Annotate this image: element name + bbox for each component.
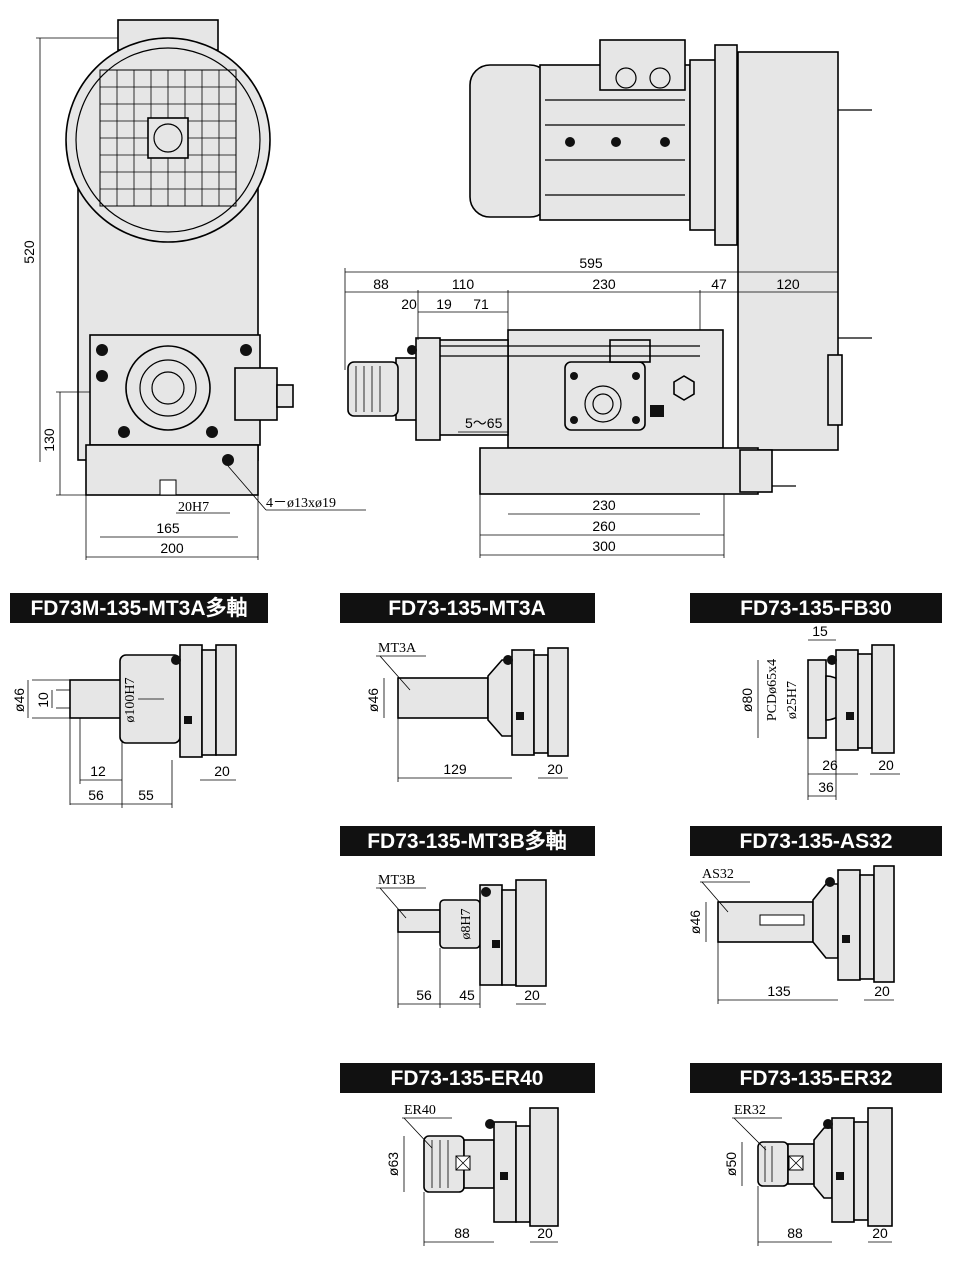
side-collet-nut xyxy=(347,361,399,417)
dim-seg-2: 110 xyxy=(452,276,475,292)
variant-title-bars: FD73M-135-MT3A多軸 FD73-135-MT3A FD73-135-… xyxy=(10,593,942,1093)
dim-sub-2: 19 xyxy=(436,296,452,312)
v3-d1: ø80 xyxy=(739,688,755,712)
v6-l1: 88 xyxy=(454,1225,470,1241)
dim-height-base: 130 xyxy=(41,428,57,452)
variant-er32-drawing: ER32 ø50 88 20 xyxy=(723,1103,893,1246)
v2-l1: 129 xyxy=(443,761,467,777)
side-belt-housing xyxy=(737,51,839,451)
title-bar-er40 xyxy=(340,1063,595,1093)
v7-l2: 20 xyxy=(872,1225,888,1241)
v6-label: ER40 xyxy=(404,1103,436,1118)
dim-seg-3: 230 xyxy=(592,276,616,292)
dim-seg-5: 120 xyxy=(776,276,800,292)
variant-mt3b-multi-drawing: MT3B ø8H7 56 45 20 xyxy=(376,873,547,1008)
title-mt3a: FD73-135-MT3A xyxy=(388,597,546,620)
v6-l2: 20 xyxy=(537,1225,553,1241)
variant-er40-drawing: ER40 ø63 88 20 xyxy=(385,1103,559,1246)
dim-base-2: 260 xyxy=(592,518,616,534)
title-er32: FD73-135-ER32 xyxy=(740,1067,893,1090)
title-bar-mt3a xyxy=(340,593,595,623)
side-view: 595 88 110 230 47 120 20 19 71 5～65 230 … xyxy=(344,39,872,558)
variant-mt3a-multi-drawing: ø46 10 ø100H7 12 56 55 20 xyxy=(11,644,237,808)
v7-label: ER32 xyxy=(734,1103,766,1118)
v4-d1: ø8H7 xyxy=(459,908,474,939)
title-mt3a-multi: FD73M-135-MT3A多軸 xyxy=(30,596,247,620)
v6-d1: ø63 xyxy=(385,1152,401,1176)
side-terminal-box xyxy=(599,39,686,91)
v2-label: MT3A xyxy=(378,641,417,656)
v1-l3: 55 xyxy=(138,787,154,803)
v5-label: AS32 xyxy=(702,867,734,882)
title-er40: FD73-135-ER40 xyxy=(391,1067,544,1090)
v2-l2: 20 xyxy=(547,761,563,777)
title-bar-er32 xyxy=(690,1063,942,1093)
title-bar-mt3b-multi xyxy=(340,826,595,856)
v1-d3: ø100H7 xyxy=(123,677,138,722)
dim-width-inner: 165 xyxy=(156,520,180,536)
title-mt3b-multi: FD73-135-MT3B多軸 xyxy=(367,829,567,853)
title-bar-as32 xyxy=(690,826,942,856)
v5-l2: 20 xyxy=(874,983,890,999)
v7-l1: 88 xyxy=(787,1225,803,1241)
v5-l1: 135 xyxy=(767,983,791,999)
variant-fb30-drawing: 15 ø80 PCDø65x4 ø25H7 26 20 36 xyxy=(739,623,900,800)
title-as32: FD73-135-AS32 xyxy=(740,830,893,853)
v3-l3: 36 xyxy=(818,779,834,795)
v1-d2: 10 xyxy=(35,692,51,708)
v1-l2: 56 xyxy=(88,787,104,803)
dim-hole-note: 4－ø13xø19 xyxy=(266,496,336,511)
v3-l2: 20 xyxy=(878,757,894,773)
variant-as32-drawing: AS32 ø46 135 20 xyxy=(687,865,895,1004)
v2-d1: ø46 xyxy=(365,688,381,712)
title-fb30: FD73-135-FB30 xyxy=(740,597,892,620)
title-bar-mt3a-multi xyxy=(10,593,268,623)
dim-base-1: 230 xyxy=(592,497,616,513)
dim-width-outer: 200 xyxy=(160,540,184,556)
dim-seg-4: 47 xyxy=(711,276,727,292)
v7-d1: ø50 xyxy=(723,1152,739,1176)
v3-d2: PCDø65x4 xyxy=(765,659,780,721)
side-base xyxy=(479,447,759,495)
title-bar-fb30 xyxy=(690,593,942,623)
dim-seg-1: 88 xyxy=(373,276,389,292)
v1-l4: 20 xyxy=(214,763,230,779)
dim-stroke: 5～65 xyxy=(465,415,503,431)
dim-base-3: 300 xyxy=(592,538,616,554)
variant-mt3a-drawing: MT3A ø46 129 20 xyxy=(365,641,569,782)
front-view: 520 130 20H7 4－ø13xø19 165 200 xyxy=(21,19,366,560)
dim-sub-1: 20 xyxy=(401,296,417,312)
v5-d1: ø46 xyxy=(687,910,703,934)
dim-key: 20H7 xyxy=(178,500,209,515)
side-motor-endcap xyxy=(469,64,551,218)
v3-l1: 26 xyxy=(822,757,838,773)
v3-top: 15 xyxy=(812,623,828,639)
v4-l3: 20 xyxy=(524,987,540,1003)
v4-l1: 56 xyxy=(416,987,432,1003)
v4-l2: 45 xyxy=(459,987,475,1003)
v1-d1: ø46 xyxy=(11,688,27,712)
v3-d3: ø25H7 xyxy=(785,681,800,719)
dim-sub-3: 71 xyxy=(473,296,489,312)
dim-overall: 595 xyxy=(579,255,603,271)
v1-l1: 12 xyxy=(90,763,106,779)
dim-height-total: 520 xyxy=(21,240,37,264)
v4-label: MT3B xyxy=(378,873,415,888)
